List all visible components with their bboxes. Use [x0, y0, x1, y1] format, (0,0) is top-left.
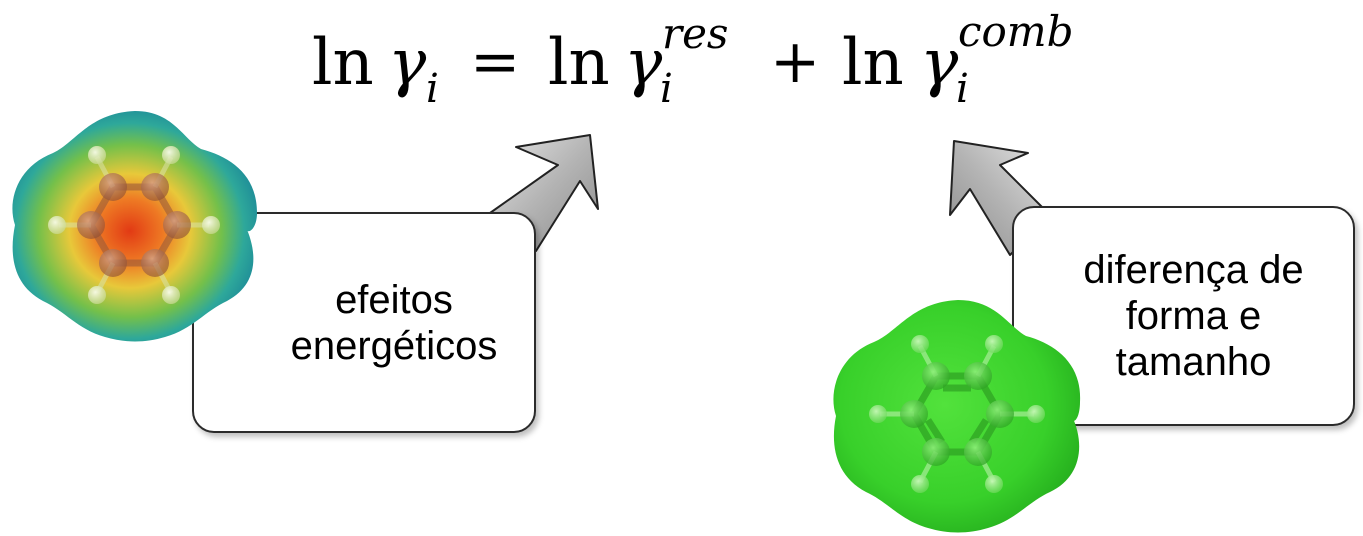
subscript-residual: i: [660, 66, 673, 112]
gamma-residual: γ: [624, 26, 663, 100]
subscript-combinatorial: i: [956, 66, 969, 112]
superscript-combinatorial: comb: [958, 7, 1074, 56]
gamma-total: γ: [388, 26, 427, 100]
equation: ln γ i = ln γ i res + ln γ i comb: [312, 7, 1074, 112]
plus-sign: +: [770, 27, 820, 97]
callout-shape-size-difference: diferença de forma e tamanho: [1012, 206, 1355, 426]
equals-sign: =: [470, 27, 520, 97]
gamma-combinatorial: γ: [920, 26, 959, 100]
benzene-uniform-surface-icon: [833, 300, 1081, 533]
ln-combinatorial: ln: [842, 26, 904, 100]
superscript-residual: res: [662, 9, 729, 58]
ln-total: ln: [312, 26, 374, 100]
benzene-potential-map-icon: [12, 111, 258, 342]
callout-shape-size-difference-text: diferença de forma e tamanho: [1083, 248, 1304, 384]
ln-residual: ln: [548, 26, 610, 100]
callout-energetic-effects-text: efeitos energéticos: [290, 277, 498, 368]
subscript-total: i: [426, 66, 439, 112]
